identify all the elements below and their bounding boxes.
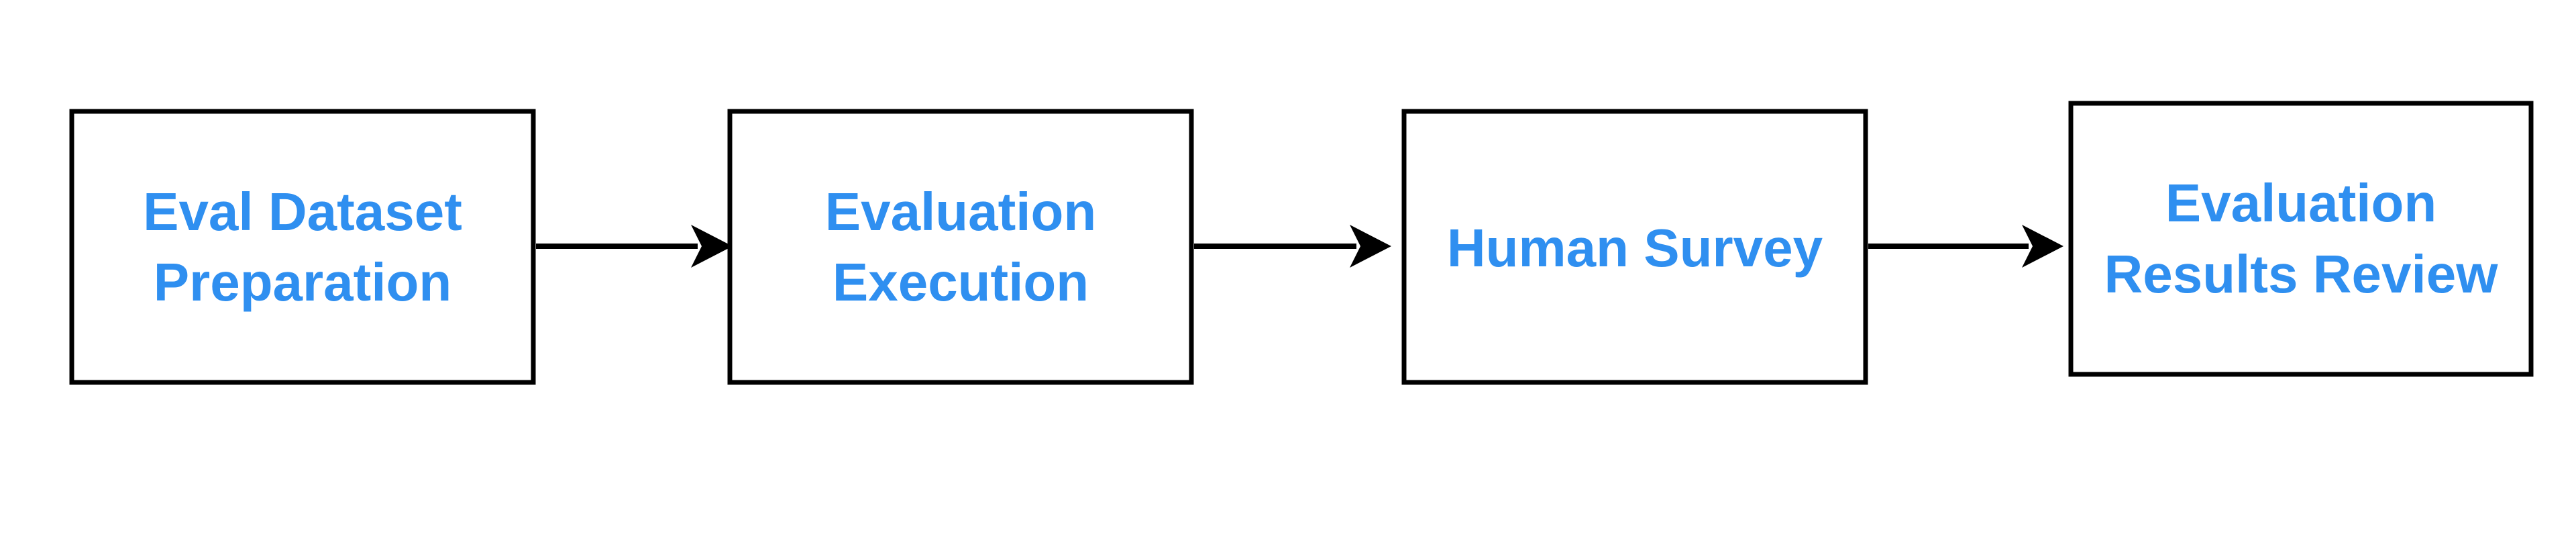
step-box	[2068, 101, 2534, 377]
step-box	[727, 109, 1194, 385]
step-evaluation-execution: Evaluation Execution	[727, 109, 1194, 385]
arrow-head-icon	[2022, 225, 2063, 268]
connector-arrow	[1868, 225, 2063, 268]
arrow-head-icon	[691, 225, 733, 268]
step-label-line1: Evaluation	[825, 182, 1097, 242]
step-label-line2: Execution	[833, 252, 1089, 312]
connector-arrow	[536, 225, 733, 268]
step-label-line1: Evaluation	[2165, 173, 2437, 233]
step-box	[69, 109, 536, 385]
step-label-line2: Preparation	[154, 252, 452, 312]
step-box	[1401, 109, 1868, 385]
step-label-line1: Human Survey	[1447, 218, 1823, 278]
step-label-line1: Eval Dataset	[143, 182, 462, 242]
step-eval-dataset-preparation: Eval Dataset Preparation	[69, 109, 536, 385]
step-label-line2: Results Review	[2104, 244, 2499, 304]
step-human-survey: Human Survey	[1401, 109, 1868, 385]
connector-arrow	[1194, 225, 1391, 268]
step-evaluation-results-review: Evaluation Results Review	[2068, 101, 2534, 377]
arrow-head-icon	[1350, 225, 1391, 268]
